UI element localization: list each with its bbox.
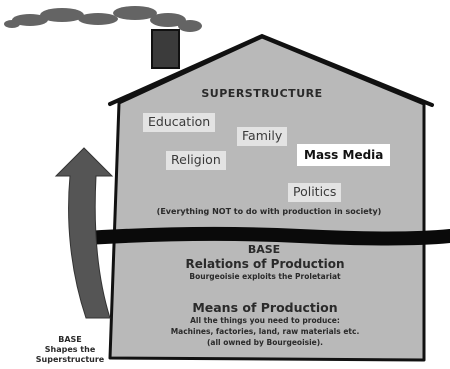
means-title: Means of Production xyxy=(192,300,338,315)
means-line-2: Machines, factories, land, raw materials… xyxy=(170,327,360,336)
superstructure-caption: (Everything NOT to do with production in… xyxy=(156,207,382,216)
smoke xyxy=(4,6,202,32)
arrow-caption-line-1: BASE xyxy=(58,335,82,344)
base-title: BASE xyxy=(247,243,281,256)
arrow-caption-line-3: Superstructure xyxy=(35,355,105,364)
label-family: Family xyxy=(237,127,288,146)
relations-title: Relations of Production xyxy=(185,257,345,271)
relations-subtitle: Bourgeoisie exploits the Proletariat xyxy=(189,272,341,281)
label-politics: Politics xyxy=(288,183,342,202)
divider-line xyxy=(79,226,450,246)
superstructure-title: SUPERSTRUCTURE xyxy=(201,87,323,100)
means-line-1: All the things you need to produce: xyxy=(190,316,340,325)
chimney xyxy=(151,29,180,69)
means-line-3: (all owned by Bourgeoisie). xyxy=(206,338,324,347)
label-religion: Religion xyxy=(166,151,226,170)
curved-arrow-icon xyxy=(54,147,114,319)
arrow-caption-line-2: Shapes the xyxy=(44,345,96,354)
label-mass-media: Mass Media xyxy=(297,144,391,166)
roof-line xyxy=(108,33,434,107)
label-education: Education xyxy=(143,113,216,132)
